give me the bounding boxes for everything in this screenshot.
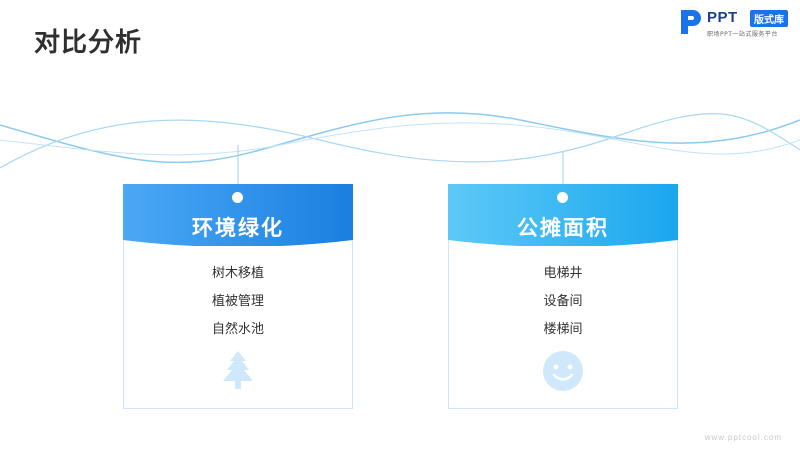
card-items: 树木移植 植被管理 自然水池 (123, 264, 353, 348)
card-items: 电梯井 设备间 楼梯间 (448, 264, 678, 348)
list-item: 电梯井 (543, 266, 583, 281)
logo-tagline: 职场PPT一站式服务平台 (707, 31, 778, 38)
page-title: 对比分析 (34, 28, 143, 58)
list-item: 树木移植 (211, 266, 264, 281)
logo-name: PPT (707, 9, 738, 26)
tag-hole (232, 192, 243, 203)
card-public-area: 公摊面积 电梯井 设备间 楼梯间 (448, 184, 678, 409)
list-item: 设备间 (543, 294, 583, 309)
tree-icon (223, 351, 253, 389)
smiley-icon (543, 351, 583, 391)
logo-badge: 版式库 (750, 10, 788, 27)
list-item: 自然水池 (211, 322, 264, 337)
logo-mark-icon (681, 10, 701, 34)
logo: PPT 版式库 职场PPT一站式服务平台 (678, 8, 796, 40)
card-title: 环境绿化 (192, 216, 284, 240)
card-header (448, 184, 678, 246)
watermark: www.pptcool.com (704, 433, 782, 442)
list-item: 植被管理 (211, 294, 264, 309)
card-title: 公摊面积 (517, 216, 609, 240)
list-item: 楼梯间 (543, 322, 583, 337)
tag-hole (557, 192, 568, 203)
card-header (123, 184, 353, 246)
card-greening: 环境绿化 树木移植 植被管理 自然水池 (123, 184, 353, 409)
